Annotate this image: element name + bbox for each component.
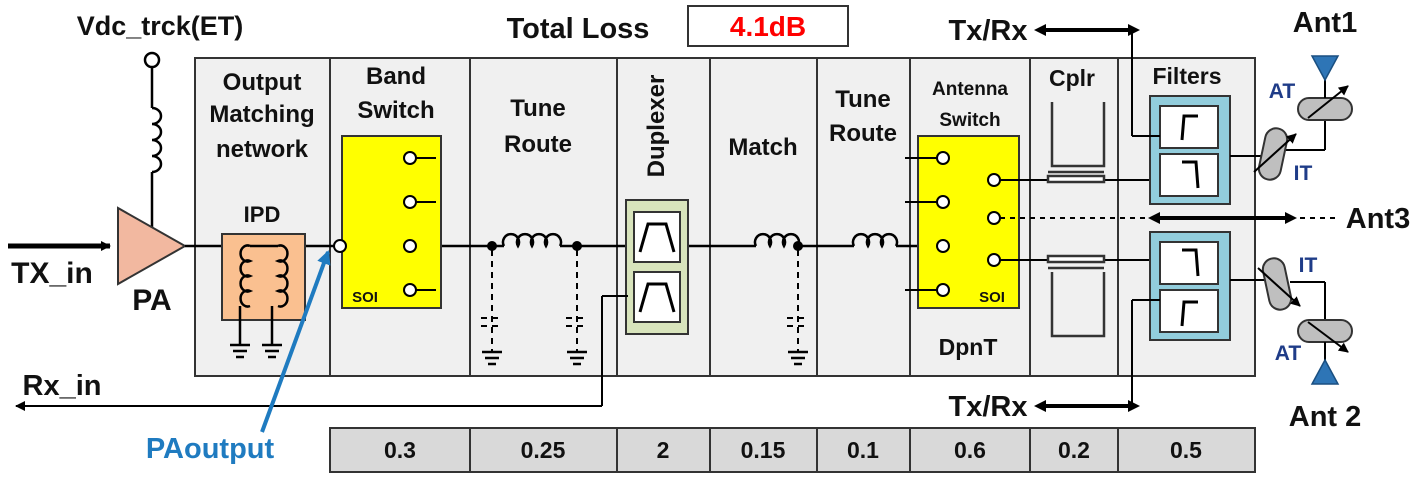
junction-dot [793, 241, 803, 251]
soi-label-antenna: SOI [979, 289, 1005, 306]
tunable-arrow-icon [1307, 321, 1349, 353]
loss-table: 0.3 0.25 2 0.15 0.1 0.6 0.2 0.5 [329, 427, 1256, 473]
tunable-arrow-icon [1257, 267, 1301, 307]
antenna-switch-block [917, 135, 1020, 309]
ant1-label: Ant1 [1293, 7, 1357, 39]
dpnt-label: DpnT [939, 334, 998, 360]
loss-value: 0.3 [384, 437, 416, 463]
highpass-icon [1159, 289, 1219, 333]
tune1-title-line2: Route [504, 131, 572, 158]
tunable-arrow-icon [1307, 85, 1349, 119]
loss-cell [1117, 427, 1256, 473]
tx-in-label: TX_in [11, 257, 93, 290]
ant2-label: Ant 2 [1289, 401, 1362, 433]
at-top-label: AT [1269, 80, 1296, 103]
cplr-title: Cplr [1049, 65, 1095, 91]
ipd-transformer-icon [230, 244, 289, 359]
bandpass-icon [633, 271, 681, 323]
tune2-title-line1: Tune [835, 86, 891, 113]
ant3-label: Ant3 [1346, 203, 1410, 235]
band-switch-ports [333, 151, 436, 297]
junction-dot [572, 241, 582, 251]
ipd-block [221, 233, 306, 321]
tune1-title-line1: Tune [510, 95, 566, 122]
loss-value: 0.1 [847, 437, 879, 463]
filters-title: Filters [1152, 63, 1221, 89]
band-title-line1: Band [366, 63, 426, 90]
vdc-label: Vdc_trck(ET) [77, 11, 244, 41]
loss-value: 0.5 [1170, 437, 1202, 463]
aperture-tuner-bottom-icon [1297, 319, 1353, 343]
lowpass-icon [1159, 241, 1219, 285]
antsw-title-line1: Antenna [932, 79, 1008, 100]
it-bottom-label: IT [1299, 254, 1318, 277]
it-top-label: IT [1294, 162, 1313, 185]
loss-value: 0.15 [741, 437, 786, 463]
antenna-feed-lines [1230, 110, 1326, 332]
lowpass-icon [1159, 153, 1219, 197]
loss-value: 0.6 [954, 437, 986, 463]
loss-cell [469, 427, 618, 473]
vdc-supply [143, 51, 163, 228]
loss-cell [909, 427, 1031, 473]
tunable-arrow-icon [1253, 133, 1297, 173]
rx-in-label: Rx_in [23, 370, 102, 402]
loss-value: 0.25 [521, 437, 566, 463]
txrx-bottom-label: Tx/Rx [949, 391, 1028, 423]
pa-output-label: PAoutput [146, 433, 275, 465]
loss-cell [329, 427, 471, 473]
txrx-branches [1131, 30, 1160, 406]
highpass-icon [1159, 105, 1219, 149]
rx-return-path [15, 295, 628, 411]
loss-value: 2 [657, 437, 670, 463]
total-loss-value: 4.1dB [730, 11, 806, 42]
txrx-top-label: Tx/Rx [949, 15, 1028, 47]
omn-title-line2: Matching [209, 101, 314, 128]
coupler-icon [1046, 102, 1106, 338]
pa-output-arrow [260, 250, 331, 433]
match-title: Match [728, 134, 797, 161]
omn-title-line3: network [216, 136, 309, 163]
loss-cell [709, 427, 818, 473]
tune2-title-line2: Route [829, 120, 897, 147]
pa-amplifier-icon [117, 206, 188, 286]
loss-cell [816, 427, 911, 473]
bandpass-icon [633, 211, 681, 263]
duplexer-title: Duplexer [643, 75, 670, 178]
total-loss-label: Total Loss [507, 13, 650, 45]
pa-label: PA [132, 284, 171, 317]
omn-title-line1: Output [223, 69, 302, 96]
band-switch-block [341, 135, 442, 309]
loss-value: 0.2 [1058, 437, 1090, 463]
antenna-top-icon [1310, 55, 1340, 82]
shunt-tuning-branches [481, 250, 809, 352]
junction-dot [487, 241, 497, 251]
ipd-label: IPD [244, 202, 281, 227]
soi-label-band: SOI [352, 289, 378, 306]
antsw-title-line2: Switch [939, 110, 1000, 131]
band-title-line2: Switch [357, 97, 434, 124]
ground-icon [482, 350, 808, 366]
antenna-switch-ports [905, 151, 1001, 297]
at-bottom-label: AT [1275, 342, 1302, 365]
total-loss-box [687, 5, 849, 47]
aperture-tuner-top-icon [1297, 97, 1353, 121]
antenna-bottom-icon [1310, 358, 1340, 385]
